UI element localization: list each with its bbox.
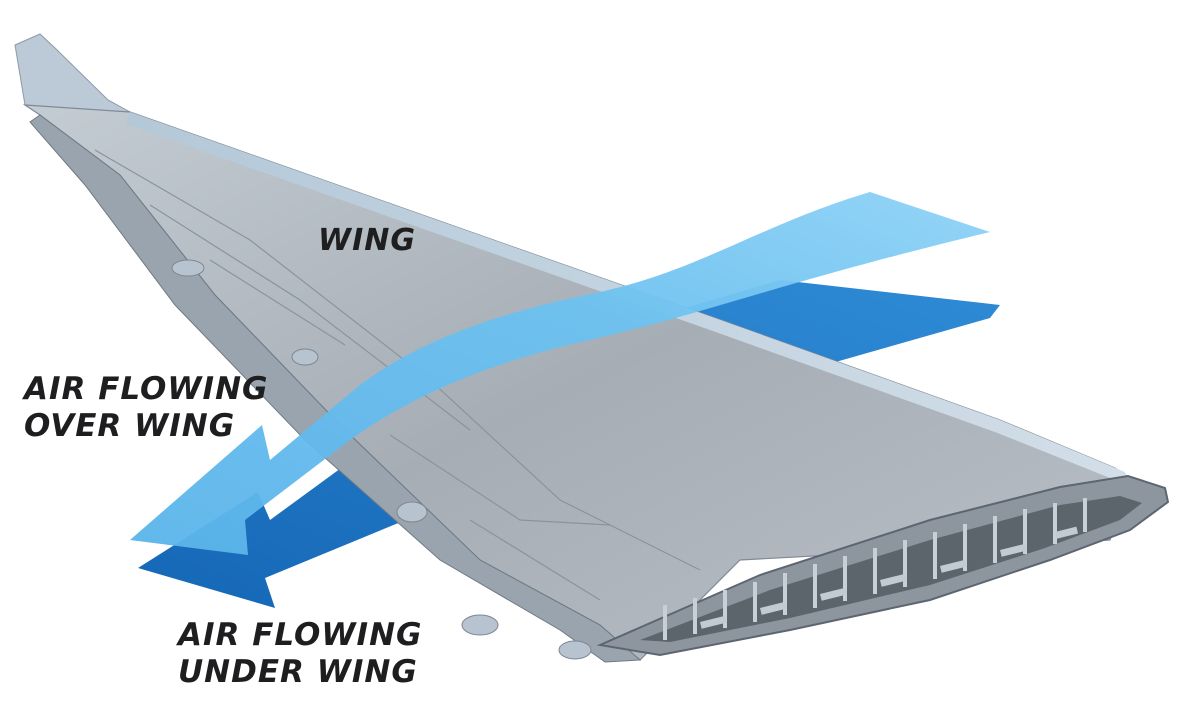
air-over-wing-label-line1: AIR FLOWING [24,371,269,407]
wing-trailing-flaps [29,114,642,663]
airflow-over-wing-arrow [130,192,990,555]
wing-label-text: WING [318,223,416,258]
wing-stringers [700,526,1079,629]
air-under-wing-label-line2: UNDER WING [178,654,418,690]
air-under-wing-label: AIR FLOWING UNDER WING [178,617,422,691]
wing-label: WING [318,222,416,259]
wing-cross-section [596,474,1170,657]
flap-fairings [171,259,592,660]
air-over-wing-label-line2: OVER WING [24,408,236,444]
air-under-wing-label-line1: AIR FLOWING [178,617,423,653]
air-over-wing-label: AIR FLOWING OVER WING [24,371,268,445]
